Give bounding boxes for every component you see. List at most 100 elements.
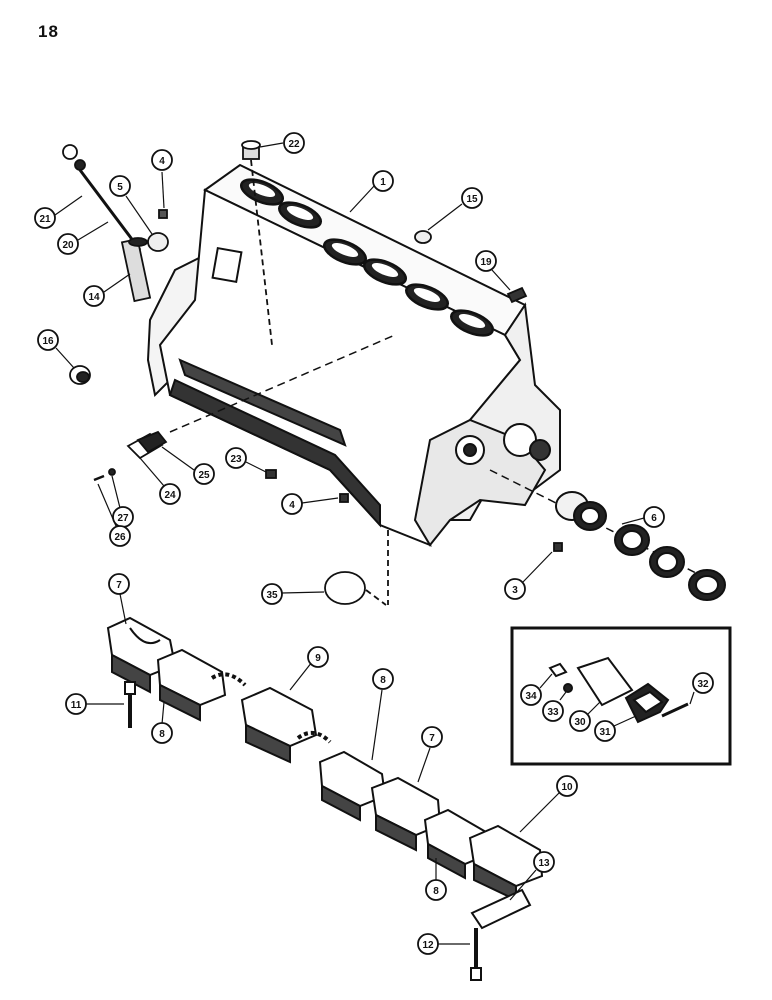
svg-text:10: 10 — [561, 782, 573, 793]
nut-34 — [548, 662, 568, 678]
svg-text:33: 33 — [547, 707, 559, 718]
svg-text:22: 22 — [288, 139, 300, 150]
callout-34: 34 — [520, 673, 553, 706]
svg-text:15: 15 — [466, 194, 478, 205]
callout-22: 22 — [259, 132, 305, 154]
svg-text:14: 14 — [88, 292, 100, 303]
svg-text:6: 6 — [651, 513, 657, 524]
bearing-cap-9 — [240, 686, 318, 764]
svg-text:20: 20 — [62, 240, 74, 251]
page-number: 18 — [38, 22, 59, 41]
inset-detail-box — [510, 626, 732, 766]
callout-4-top: 4 — [151, 149, 173, 209]
callout-1: 1 — [349, 170, 394, 213]
callout-30: 30 — [569, 701, 601, 732]
plate-13 — [470, 888, 532, 930]
cylinder-block — [146, 163, 561, 547]
plug-22 — [241, 140, 273, 346]
svg-text:13: 13 — [538, 858, 550, 869]
svg-text:32: 32 — [697, 679, 709, 690]
svg-text:12: 12 — [422, 940, 434, 951]
bearing-cap-8a — [156, 648, 227, 722]
callout-16: 16 — [37, 329, 75, 369]
svg-text:4: 4 — [289, 500, 295, 511]
bolt-26 — [93, 474, 105, 482]
nut-3 — [553, 542, 563, 552]
small-parts — [62, 140, 563, 606]
bolt-12 — [470, 928, 482, 981]
callout-25: 25 — [161, 446, 215, 485]
callout-32: 32 — [689, 672, 714, 705]
bearing-shell-a — [210, 672, 247, 687]
callout-14: 14 — [83, 273, 131, 307]
svg-text:34: 34 — [525, 691, 537, 702]
svg-text:11: 11 — [71, 700, 82, 711]
svg-text:35: 35 — [266, 590, 278, 601]
nut-4-top — [158, 209, 168, 219]
bolt-32 — [661, 702, 689, 718]
fitting-23 — [265, 469, 277, 479]
callout-11: 11 — [65, 693, 124, 715]
svg-text:3: 3 — [512, 585, 518, 596]
callout-8-a: 8 — [371, 668, 394, 761]
bearing-cap-10 — [468, 824, 544, 902]
callout-31: 31 — [594, 715, 637, 742]
svg-text:30: 30 — [574, 717, 586, 728]
callout-6: 6 — [621, 506, 665, 528]
callout-23: 23 — [225, 447, 267, 473]
svg-text:27: 27 — [117, 513, 129, 524]
svg-text:7: 7 — [116, 580, 122, 591]
bolt-11 — [124, 681, 136, 728]
callout-4-lower: 4 — [281, 493, 339, 515]
callout-13: 13 — [509, 851, 555, 901]
svg-text:9: 9 — [315, 653, 321, 664]
dipstick-assembly — [62, 144, 152, 303]
callout-3: 3 — [504, 551, 553, 600]
nut-4-lower — [339, 493, 349, 503]
svg-text:23: 23 — [230, 454, 242, 465]
svg-text:5: 5 — [117, 182, 123, 193]
svg-text:19: 19 — [480, 257, 492, 268]
camshaft-bearings — [555, 491, 726, 601]
callout-10: 10 — [519, 775, 578, 833]
callout-12: 12 — [417, 933, 470, 955]
main-bearing-caps — [106, 616, 544, 981]
gasket-25 — [136, 430, 168, 454]
callout-21: 21 — [34, 195, 83, 229]
bearing-shell-b — [296, 730, 332, 744]
callout-8-b: 8 — [151, 701, 173, 744]
svg-text:31: 31 — [599, 727, 611, 738]
callout-26: 26 — [97, 483, 131, 547]
washer-27 — [108, 468, 116, 476]
svg-text:1: 1 — [380, 177, 386, 188]
cup-plug-35 — [324, 571, 366, 605]
plug-15 — [414, 230, 432, 244]
callout-7-a: 7 — [108, 573, 130, 625]
svg-text:8: 8 — [433, 886, 439, 897]
callout-15: 15 — [427, 187, 483, 231]
plug-5 — [147, 232, 169, 252]
callout-33: 33 — [542, 691, 567, 722]
bore-highlights — [248, 183, 486, 328]
svg-text:7: 7 — [429, 733, 435, 744]
svg-text:16: 16 — [42, 336, 54, 347]
callout-8-c: 8 — [425, 858, 447, 901]
svg-text:21: 21 — [39, 214, 51, 225]
bearing-cap-8b — [318, 750, 387, 822]
callout-7-b: 7 — [417, 726, 443, 783]
callout-20: 20 — [57, 221, 109, 255]
washer-33 — [563, 683, 573, 693]
callout-5: 5 — [109, 175, 153, 235]
callout-9: 9 — [289, 646, 329, 691]
svg-text:26: 26 — [114, 532, 126, 543]
svg-text:25: 25 — [198, 470, 210, 481]
svg-text:8: 8 — [380, 675, 386, 686]
svg-text:8: 8 — [159, 729, 165, 740]
cover-30 — [576, 656, 634, 707]
callout-labels: 1 22 4 5 21 20 14 15 19 16 25 24 23 27 2… — [34, 132, 714, 955]
svg-text:24: 24 — [164, 490, 176, 501]
callout-35: 35 — [261, 583, 325, 605]
callout-27: 27 — [111, 475, 134, 528]
callout-19: 19 — [475, 250, 511, 291]
callout-24: 24 — [139, 457, 181, 505]
